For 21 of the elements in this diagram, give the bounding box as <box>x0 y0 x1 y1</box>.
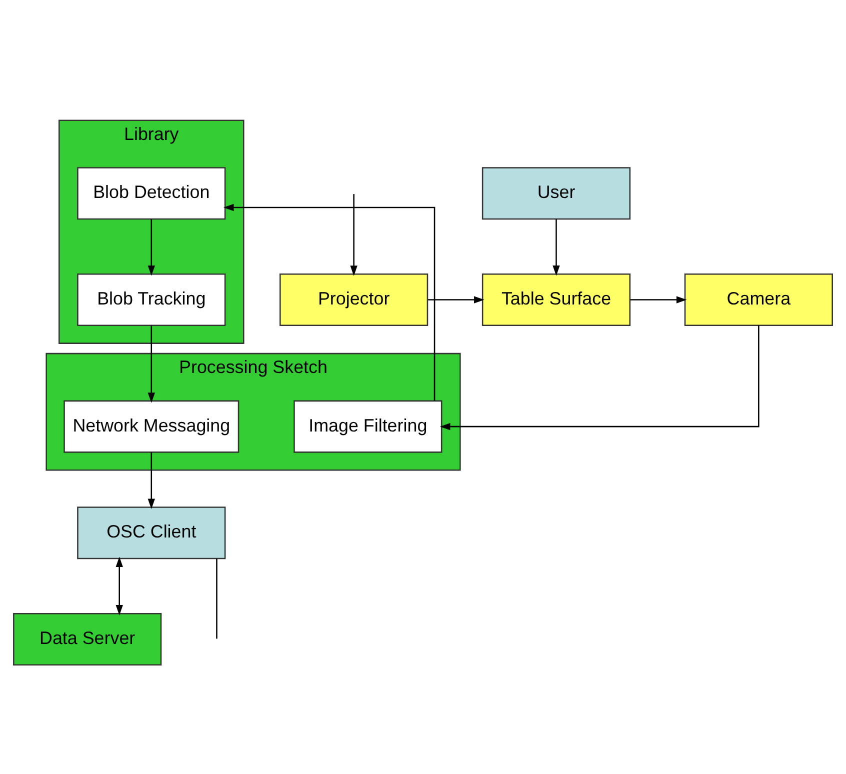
node-box: Network Messaging <box>64 400 240 452</box>
node-box: Image Filtering <box>294 400 442 452</box>
node-box: Blob Detection <box>77 166 226 220</box>
node-box: User <box>482 166 631 220</box>
arrow <box>148 324 155 402</box>
arrow <box>116 556 123 615</box>
arrow <box>440 324 760 430</box>
arrow <box>630 296 687 303</box>
arrow <box>148 452 155 508</box>
node-box: Blob Tracking <box>77 272 226 326</box>
arrow <box>428 296 484 303</box>
arrow <box>350 194 358 276</box>
node-box: Camera <box>684 272 833 326</box>
node-box: OSC Client <box>77 506 226 559</box>
arrow <box>223 203 436 400</box>
node-box: Data Server <box>13 612 162 666</box>
arrow <box>148 218 155 276</box>
node-box: Projector <box>280 272 428 326</box>
node-box: Table Surface <box>482 272 631 326</box>
arrow <box>552 218 560 276</box>
connector <box>216 558 218 638</box>
